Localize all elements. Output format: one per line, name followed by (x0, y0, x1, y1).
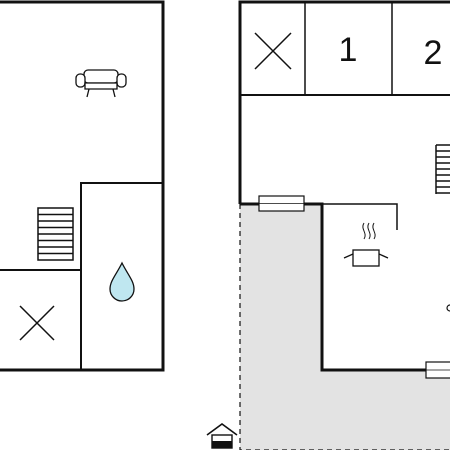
bathroom-wall (80, 182, 163, 370)
window-icon (425, 361, 450, 379)
room-1-label: 1 (339, 31, 358, 69)
cooking-pot-icon (343, 222, 389, 267)
room-2-label: 2 (424, 34, 443, 72)
void-cross-icon (19, 305, 55, 341)
house-entrance-icon (206, 423, 238, 449)
left-building (0, 0, 165, 372)
terrace-dashed-border (239, 204, 450, 450)
wall-marker (446, 304, 450, 312)
water-drop-icon (109, 261, 135, 302)
void-cross-icon (254, 32, 292, 70)
sofa-icon (75, 69, 127, 98)
stairs-icon (435, 144, 450, 194)
terrace-area (240, 204, 450, 450)
kitchen-counter (322, 203, 398, 230)
right-outer-wall (238, 0, 450, 204)
window-icon (258, 195, 305, 212)
stairs-icon (37, 207, 74, 261)
